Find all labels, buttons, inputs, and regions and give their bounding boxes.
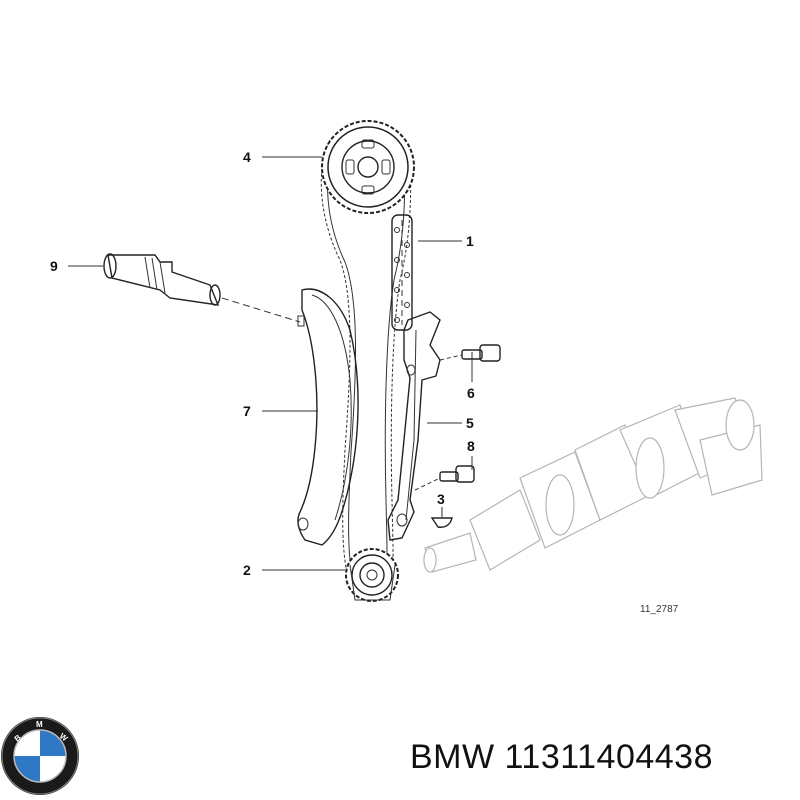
crankshaft-illustration xyxy=(423,397,763,573)
camshaft-sprocket xyxy=(321,120,415,214)
chain-tensioner xyxy=(103,253,301,323)
diagram-reference-code: 11_2787 xyxy=(640,604,679,615)
part-number: 11311404438 xyxy=(504,738,714,776)
woodruff-key xyxy=(430,517,453,528)
chain-guide-rail xyxy=(297,288,359,546)
callout-labels: 4 1 9 6 7 5 8 3 2 11_2787 xyxy=(50,149,679,615)
part-caption: BMW 11311404438 xyxy=(410,738,790,777)
callout-1: 1 xyxy=(466,233,474,249)
bmw-logo: B M W xyxy=(1,717,79,795)
callout-8: 8 xyxy=(467,438,475,454)
callout-9: 9 xyxy=(50,258,58,274)
svg-text:B: B xyxy=(13,733,23,744)
bolt-lower xyxy=(414,465,475,491)
timing-chain xyxy=(320,139,412,596)
callout-3: 3 xyxy=(437,491,445,507)
crankshaft-sprocket xyxy=(345,548,399,602)
tensioner-rail xyxy=(387,311,441,541)
callout-5: 5 xyxy=(466,415,474,431)
callout-6: 6 xyxy=(467,385,475,401)
callout-4: 4 xyxy=(243,149,251,165)
leader-lines xyxy=(68,156,473,571)
callout-7: 7 xyxy=(243,403,251,419)
svg-text:M: M xyxy=(36,720,43,729)
bolt-upper xyxy=(439,344,501,362)
brand-name: BMW xyxy=(410,738,495,776)
chain-segment xyxy=(391,214,413,331)
callout-2: 2 xyxy=(243,562,251,578)
svg-text:W: W xyxy=(58,731,70,743)
